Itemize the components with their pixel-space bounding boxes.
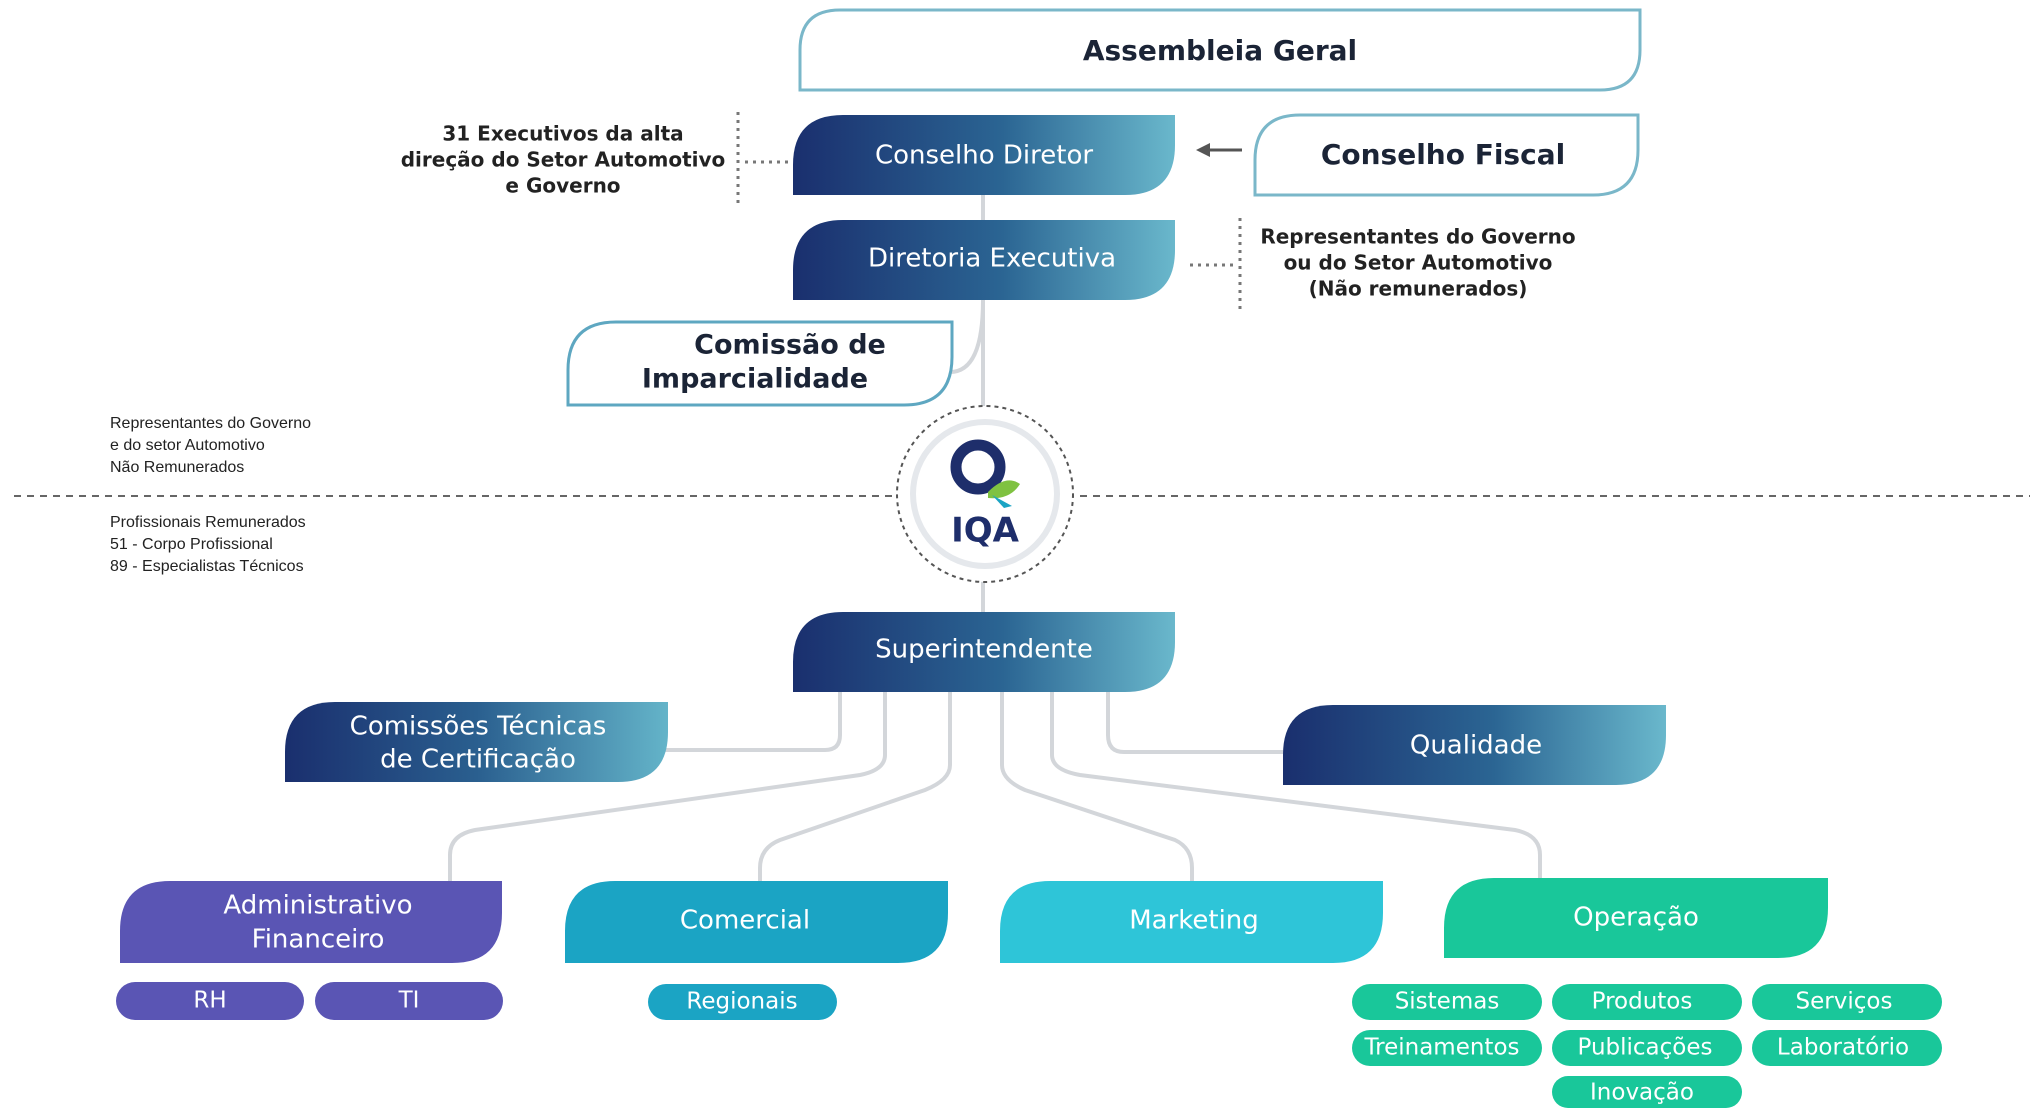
superintendente-box[interactable]: Superintendente — [793, 612, 1175, 692]
operacao-box[interactable]: Operação — [1444, 878, 1828, 958]
svg-text:Produtos: Produtos — [1592, 989, 1693, 1015]
qualidade-label: Qualidade — [1410, 731, 1542, 761]
assembleia-geral-box[interactable]: Assembleia Geral — [798, 8, 1642, 92]
conselho-fiscal-label: Conselho Fiscal — [1321, 138, 1565, 171]
subunit-regionais[interactable]: Regionais — [648, 984, 837, 1020]
note-representantes: Representantes do Governo ou do Setor Au… — [1260, 225, 1575, 301]
svg-text:Inovação: Inovação — [1590, 1080, 1694, 1106]
administrativo-line1: Administrativo — [223, 891, 412, 921]
svg-text:31 Executivos da alta: 31 Executivos da alta — [442, 122, 683, 146]
conselho-diretor-box[interactable]: Conselho Diretor — [793, 115, 1175, 195]
svg-text:e Governo: e Governo — [505, 174, 620, 198]
subunit-rh[interactable]: RH — [116, 982, 304, 1020]
arrow-left-icon — [1196, 143, 1242, 157]
connector-lines — [448, 195, 1542, 885]
conselho-fiscal-box[interactable]: Conselho Fiscal — [1253, 113, 1640, 197]
svg-text:Treinamentos: Treinamentos — [1363, 1035, 1519, 1061]
subunit-publicacoes[interactable]: Publicações — [1552, 1030, 1742, 1066]
diretoria-executiva-label: Diretoria Executiva — [868, 244, 1116, 274]
conselho-diretor-label: Conselho Diretor — [875, 141, 1093, 171]
subunit-treinamentos[interactable]: Treinamentos — [1352, 1030, 1542, 1066]
administrativo-line2: Financeiro — [252, 925, 385, 955]
svg-text:Laboratório: Laboratório — [1777, 1035, 1909, 1061]
svg-text:Sistemas: Sistemas — [1395, 989, 1500, 1015]
svg-text:Serviços: Serviços — [1796, 989, 1893, 1015]
comercial-box[interactable]: Comercial — [565, 881, 948, 963]
svg-text:Profissionais Remunerados: Profissionais Remunerados — [110, 514, 306, 531]
assembleia-geral-label: Assembleia Geral — [1083, 34, 1357, 67]
svg-text:Representantes do Governo: Representantes do Governo — [1260, 225, 1575, 249]
note-remunerados: Profissionais Remunerados 51 - Corpo Pro… — [110, 514, 306, 575]
svg-text:Representantes do Governo: Representantes do Governo — [110, 415, 311, 432]
subunit-ti[interactable]: TI — [315, 982, 503, 1020]
svg-text:Publicações: Publicações — [1577, 1035, 1712, 1061]
svg-text:89 - Especialistas Técnicos: 89 - Especialistas Técnicos — [110, 558, 304, 575]
svg-text:direção do Setor Automotivo: direção do Setor Automotivo — [401, 148, 726, 172]
comissao-imparcialidade-line1: Comissão de — [694, 330, 886, 361]
comissao-imparcialidade-line2: Imparcialidade — [642, 364, 868, 395]
comissao-imparcialidade-box[interactable]: Comissão de Imparcialidade — [566, 320, 954, 407]
marketing-label: Marketing — [1129, 906, 1259, 936]
superintendente-label: Superintendente — [875, 635, 1093, 665]
operacao-label: Operação — [1573, 903, 1699, 933]
svg-text:ou do Setor Automotivo: ou do Setor Automotivo — [1284, 251, 1553, 275]
svg-text:Não Remunerados: Não Remunerados — [110, 459, 244, 476]
diretoria-executiva-box[interactable]: Diretoria Executiva — [793, 220, 1175, 300]
qualidade-box[interactable]: Qualidade — [1283, 705, 1666, 785]
dotted-brackets — [736, 112, 1242, 310]
svg-text:Regionais: Regionais — [686, 989, 797, 1015]
administrativo-financeiro-box[interactable]: Administrativo Financeiro — [120, 881, 502, 963]
comercial-label: Comercial — [680, 906, 810, 936]
subunit-produtos[interactable]: Produtos — [1552, 984, 1742, 1020]
subunit-laboratorio[interactable]: Laboratório — [1752, 1030, 1942, 1066]
note-executivos: 31 Executivos da alta direção do Setor A… — [401, 122, 726, 198]
svg-text:(Não remunerados): (Não remunerados) — [1309, 277, 1528, 301]
subunit-servicos[interactable]: Serviços — [1752, 984, 1942, 1020]
marketing-box[interactable]: Marketing — [1000, 881, 1383, 963]
note-nao-remunerados: Representantes do Governo e do setor Aut… — [110, 415, 311, 476]
subunit-sistemas[interactable]: Sistemas — [1352, 984, 1542, 1020]
iqa-logo-text: IQA — [951, 511, 1020, 551]
svg-text:RH: RH — [193, 988, 226, 1014]
svg-text:e do setor Automotivo: e do setor Automotivo — [110, 437, 265, 454]
svg-text:TI: TI — [398, 988, 420, 1014]
comissoes-tecnicas-line1: Comissões Técnicas — [350, 712, 607, 742]
svg-text:51 - Corpo Profissional: 51 - Corpo Profissional — [110, 536, 273, 553]
iqa-logo: IQA — [896, 405, 1074, 583]
comissoes-tecnicas-box[interactable]: Comissões Técnicas de Certificação — [285, 702, 668, 782]
subunit-inovacao[interactable]: Inovação — [1552, 1076, 1742, 1108]
comissoes-tecnicas-line2: de Certificação — [380, 745, 576, 775]
